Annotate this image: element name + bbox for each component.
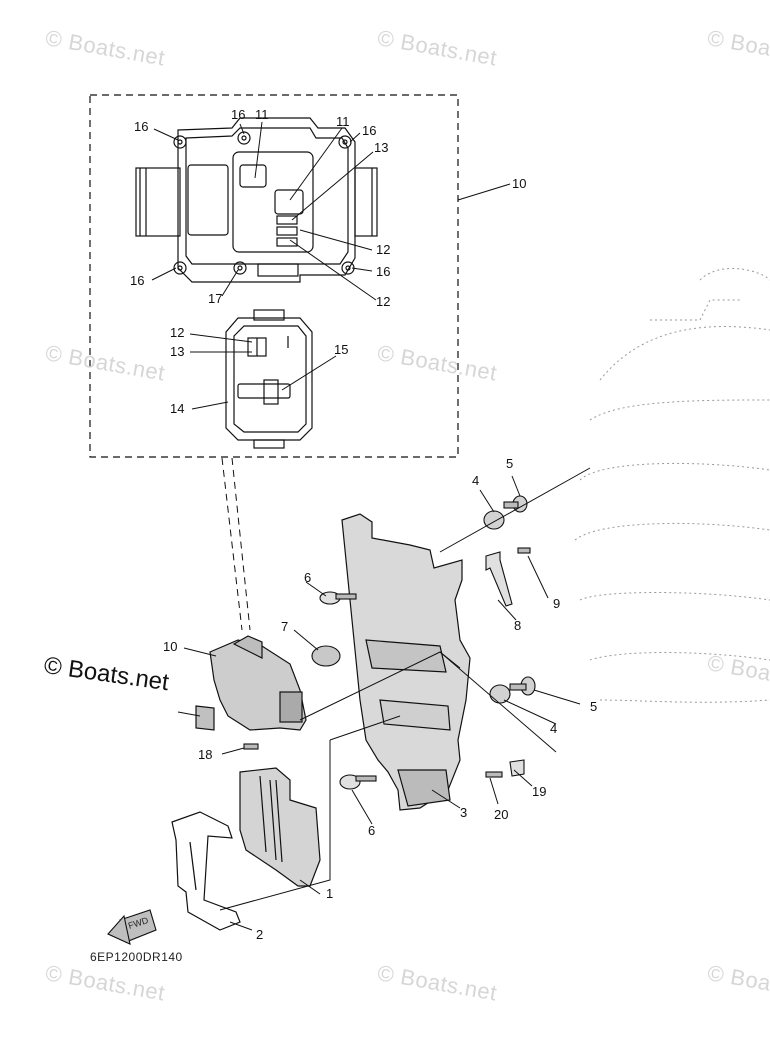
callout-number: 11: [255, 107, 269, 122]
callout-number: 12: [376, 294, 391, 309]
callout-number: 16: [134, 119, 149, 134]
diagram-reference-code: 6EP1200DR140: [90, 950, 183, 964]
callout-number: 14: [170, 401, 185, 416]
callout-number: 12: [170, 325, 185, 340]
module-unit: [239, 767, 321, 887]
callout-number: 2: [256, 927, 264, 942]
callout-number: 10: [512, 176, 527, 191]
callout-number: 8: [514, 618, 522, 633]
callout-number: 15: [334, 342, 349, 357]
leader-10-top: [457, 183, 511, 201]
callout-number: 18: [198, 747, 213, 762]
callout-number: 1: [326, 886, 334, 901]
inset-leaders: [151, 121, 377, 410]
callout-number: 5: [506, 456, 514, 471]
callout-number: 17: [208, 291, 223, 306]
callout-number: 4: [550, 721, 558, 736]
callout-number: 16: [362, 123, 377, 138]
callout-number: 10: [163, 639, 178, 654]
callout-number: 12: [376, 242, 391, 257]
callout-number: 20: [494, 807, 509, 822]
control-unit-connector-view: [225, 309, 313, 449]
control-unit-top-view: [135, 117, 378, 283]
small-parts: [107, 495, 536, 945]
detail-inset-box: [89, 94, 459, 458]
callout-number: 13: [374, 140, 389, 155]
callout-number: 6: [368, 823, 376, 838]
control-unit-assembly: [195, 635, 307, 731]
callout-number: 9: [553, 596, 561, 611]
callout-number: 19: [532, 784, 547, 799]
main-leaders: [177, 467, 591, 931]
callout-number: 11: [336, 114, 350, 129]
callout-number: 5: [590, 699, 598, 714]
callout-number: 16: [376, 264, 391, 279]
callout-number: 13: [170, 344, 185, 359]
callout-number: 16: [231, 107, 246, 122]
callout-number: 4: [472, 473, 480, 488]
engine-outline: [574, 267, 770, 703]
inset-leader-line: [221, 457, 243, 631]
callout-number: 16: [130, 273, 145, 288]
callout-number: 7: [281, 619, 289, 634]
mounting-frame: [171, 811, 241, 931]
callout-number: 3: [460, 805, 468, 820]
mounting-bracket: [341, 513, 471, 811]
callout-number: 6: [304, 570, 312, 585]
